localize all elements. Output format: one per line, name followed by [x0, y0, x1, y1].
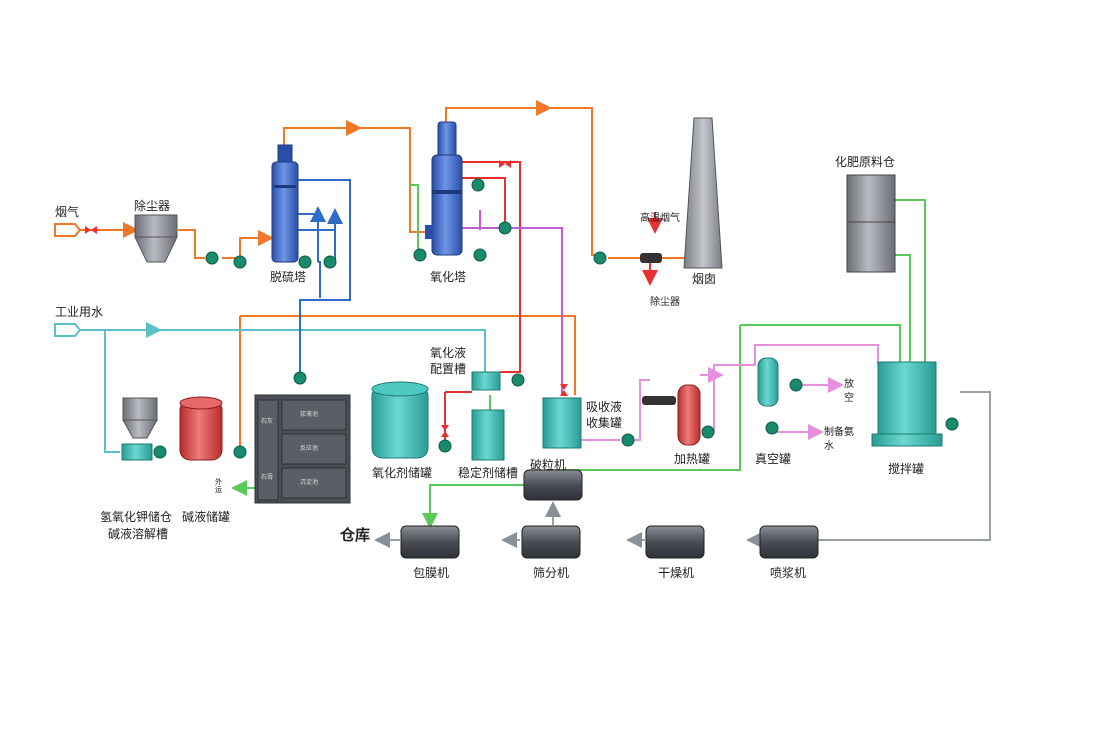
- label-pool-3: 沉淀池: [300, 479, 319, 486]
- label-granulator: 破粒机: [530, 458, 567, 472]
- label-dryer: 干燥机: [658, 566, 695, 580]
- label-absorption-1: 吸收液: [586, 400, 623, 414]
- label-desulfurization-tower: 脱硫塔: [270, 270, 307, 284]
- label-outbound: 外运: [215, 478, 222, 494]
- label-warehouse: 仓库: [340, 526, 371, 544]
- water-inlet: [54, 323, 82, 337]
- fertilizer-silo: [846, 174, 896, 273]
- label-dust-collector-1: 除尘器: [134, 199, 171, 213]
- flue-gas-inlet: [54, 223, 82, 237]
- spray-machine: [759, 525, 819, 559]
- label-ammonia-water: 制备氨水: [824, 427, 854, 452]
- label-chimney: 烟囱: [692, 272, 717, 286]
- heat-exchanger-2: [642, 396, 676, 405]
- label-pool-2: 反应池: [300, 445, 319, 452]
- desulfurization-tower: [271, 144, 299, 263]
- mixing-tank: [871, 361, 943, 447]
- label-oxidation-tower: 氧化塔: [430, 270, 467, 284]
- valves: [85, 160, 568, 437]
- coating-machine: [400, 525, 460, 559]
- label-alkali-storage: 碱液储罐: [182, 510, 231, 524]
- label-mixing-tank: 搅拌罐: [888, 462, 925, 476]
- label-pool-1: 浆液池: [300, 411, 319, 418]
- alkali-storage-tank: [179, 396, 223, 461]
- label-vent: 放空: [844, 379, 854, 404]
- label-oxidant-prep-2: 配置槽: [430, 362, 467, 376]
- label-fertilizer-silo: 化肥原料仓: [835, 155, 896, 169]
- pumps: [153, 178, 959, 459]
- label-flue-gas: 烟气: [55, 205, 80, 219]
- dust-collector-1: [134, 214, 178, 263]
- alkali-dissolve-tank: [121, 443, 153, 461]
- label-coating-machine: 包膜机: [413, 566, 450, 580]
- label-hot-flue-gas: 高温烟气: [640, 213, 680, 224]
- absorption-collection-tank: [542, 397, 582, 449]
- desulfurization-circulation-pipes: [298, 179, 351, 378]
- oxidant-prep-tank: [471, 371, 501, 391]
- koh-silo: [122, 397, 158, 439]
- granulator-machine: [523, 469, 583, 501]
- product-line-pipes: [231, 391, 991, 548]
- label-heating-tank: 加热罐: [674, 452, 711, 466]
- oxidant-pipes: [444, 161, 663, 440]
- absorption-liquid-pipes: [462, 210, 563, 395]
- industrial-water-pipes: [80, 322, 486, 453]
- label-gypsum-2: 石膏: [261, 474, 274, 481]
- label-oxidant-prep-1: 氧化液: [430, 346, 467, 360]
- chimney: [683, 117, 723, 269]
- label-screening-machine: 筛分机: [533, 566, 570, 580]
- oxidant-storage-tank: [371, 381, 429, 459]
- label-gypsum-1: 石灰: [261, 418, 274, 425]
- label-dust-collector-2: 除尘器: [650, 297, 680, 308]
- label-spray-machine: 喷浆机: [770, 566, 807, 580]
- settling-unit: [254, 394, 351, 504]
- label-stabilizer-tank: 稳定剂储槽: [458, 466, 519, 480]
- vacuum-tank: [757, 357, 779, 407]
- label-alkali-dissolve: 碱液溶解槽: [108, 527, 169, 541]
- label-oxidant-storage: 氧化剂储罐: [372, 466, 433, 480]
- label-absorption-2: 收集罐: [586, 416, 623, 430]
- dryer-machine: [645, 525, 705, 559]
- heating-tank: [677, 384, 701, 446]
- oxidation-tower: [425, 121, 463, 256]
- heat-exchanger-1: [640, 253, 662, 263]
- stabilizer-tank: [471, 409, 505, 461]
- screening-machine: [521, 525, 581, 559]
- label-vacuum-tank: 真空罐: [755, 452, 792, 466]
- label-koh-silo: 氢氧化钾储仓: [100, 510, 173, 524]
- label-industrial-water: 工业用水: [55, 305, 104, 319]
